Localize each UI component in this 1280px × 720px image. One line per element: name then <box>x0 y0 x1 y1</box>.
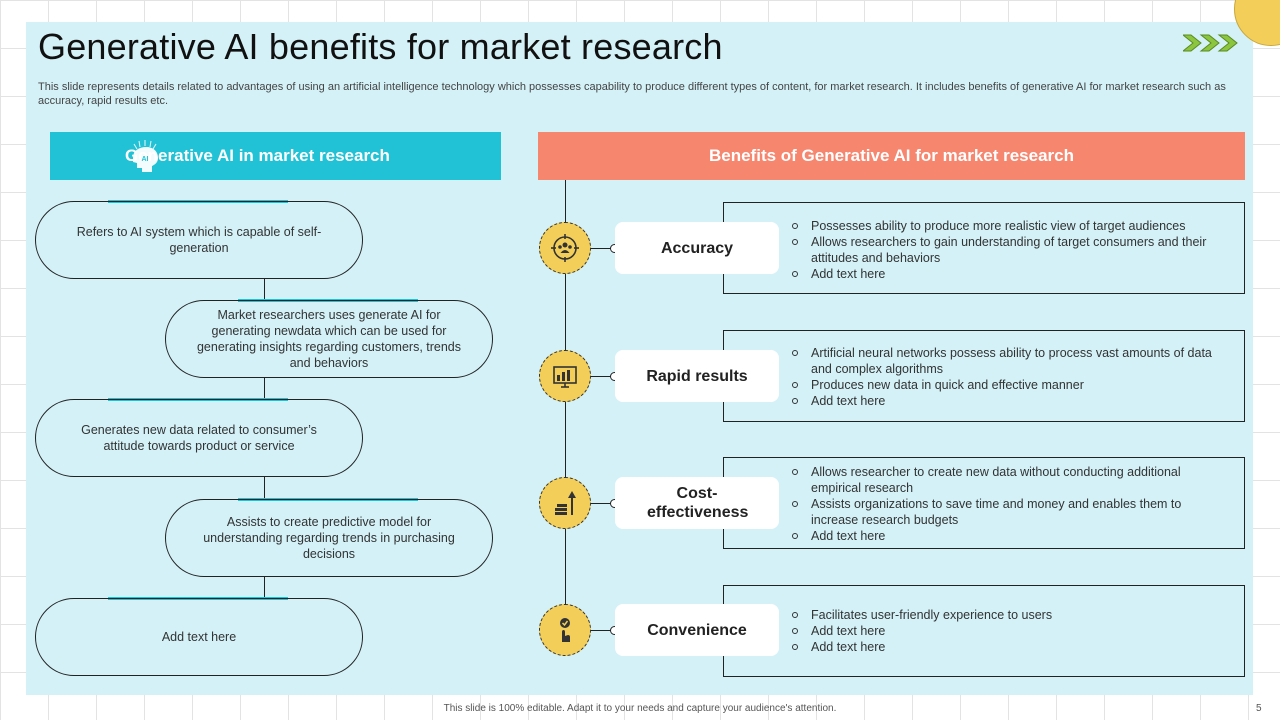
bullet-item: Add text here <box>792 393 1216 409</box>
connector-line <box>591 503 615 504</box>
right-header-text: Benefits of Generative AI for market res… <box>708 146 1074 165</box>
audience-target-icon <box>539 222 591 274</box>
benefit-points: Possesses ability to produce more realis… <box>792 218 1216 282</box>
flow-step: Market researchers uses generate AI for … <box>165 300 493 378</box>
ai-brain-icon: AI <box>128 138 162 179</box>
hand-check-icon <box>539 604 591 656</box>
bullet-item: Produces new data in quick and effective… <box>792 377 1216 393</box>
benefit-box: Artificial neural networks possess abili… <box>723 330 1245 422</box>
flow-connector <box>264 476 265 499</box>
benefit-points: Facilitates user-friendly experience to … <box>792 607 1216 655</box>
benefit-box: Allows researcher to create new data wit… <box>723 457 1245 549</box>
connector-line <box>591 630 615 631</box>
flow-connector <box>264 576 265 599</box>
connector-line <box>591 248 615 249</box>
benefit-label-text: Rapid results <box>646 367 748 385</box>
bullet-item: Assists organizations to save time and m… <box>792 496 1216 528</box>
benefit-label-text: Accuracy <box>660 239 734 257</box>
timeline-line <box>565 180 566 630</box>
bullet-item: Add text here <box>792 623 1216 639</box>
chevrons-icon <box>1183 34 1238 52</box>
benefit-points: Allows researcher to create new data wit… <box>792 464 1216 544</box>
flow-step: Generates new data related to consumer’s… <box>35 399 363 477</box>
footer-note: This slide is 100% editable. Adapt it to… <box>443 703 837 714</box>
bullet-item: Artificial neural networks possess abili… <box>792 345 1216 377</box>
slide-subtitle: This slide represents details related to… <box>38 81 1226 107</box>
benefit-box: Possesses ability to produce more realis… <box>723 202 1245 294</box>
flow-step-text: Refers to AI system which is capable of … <box>76 225 322 255</box>
dashboard-results-icon <box>539 350 591 402</box>
flow-step-text: Add text here <box>161 630 237 644</box>
flow-step-text: Generates new data related to consumer’s… <box>81 423 317 453</box>
bullet-item: Facilitates user-friendly experience to … <box>792 607 1216 623</box>
page-number: 5 <box>1256 703 1262 714</box>
benefit-box: Facilitates user-friendly experience to … <box>723 585 1245 677</box>
flow-connector <box>264 377 265 399</box>
benefit-points: Artificial neural networks possess abili… <box>792 345 1216 409</box>
connector-line <box>591 376 615 377</box>
bullet-item: Add text here <box>792 639 1216 655</box>
flow-connector <box>264 278 265 300</box>
benefit-label-text: Cost-effectiveness <box>647 485 749 521</box>
left-header-text: Generative AI in market research <box>125 146 390 165</box>
flow-step: Assists to create predictive model for u… <box>165 499 493 577</box>
benefit-label-text: Convenience <box>647 621 747 639</box>
bullet-item: Allows researchers to gain understanding… <box>792 234 1216 266</box>
money-growth-icon <box>539 477 591 529</box>
slide-title: Generative AI benefits for market resear… <box>38 26 723 67</box>
benefit-label: Cost-effectiveness <box>615 477 779 529</box>
flow-step-text: Assists to create predictive model for u… <box>203 515 455 561</box>
bullet-item: Add text here <box>792 528 1216 544</box>
bullet-item: Allows researcher to create new data wit… <box>792 464 1216 496</box>
flow-step: Refers to AI system which is capable of … <box>35 201 363 279</box>
flow-step: Add text here <box>35 598 363 676</box>
benefit-label: Rapid results <box>615 350 779 402</box>
benefit-label: Accuracy <box>615 222 779 274</box>
flow-step-text: Market researchers uses generate AI for … <box>196 308 462 370</box>
svg-text:AI: AI <box>142 156 149 163</box>
benefit-label: Convenience <box>615 604 779 656</box>
bullet-item: Add text here <box>792 266 1216 282</box>
bullet-item: Possesses ability to produce more realis… <box>792 218 1216 234</box>
left-section-header: AI Generative AI in market research <box>50 132 501 180</box>
right-section-header: Benefits of Generative AI for market res… <box>538 132 1245 180</box>
